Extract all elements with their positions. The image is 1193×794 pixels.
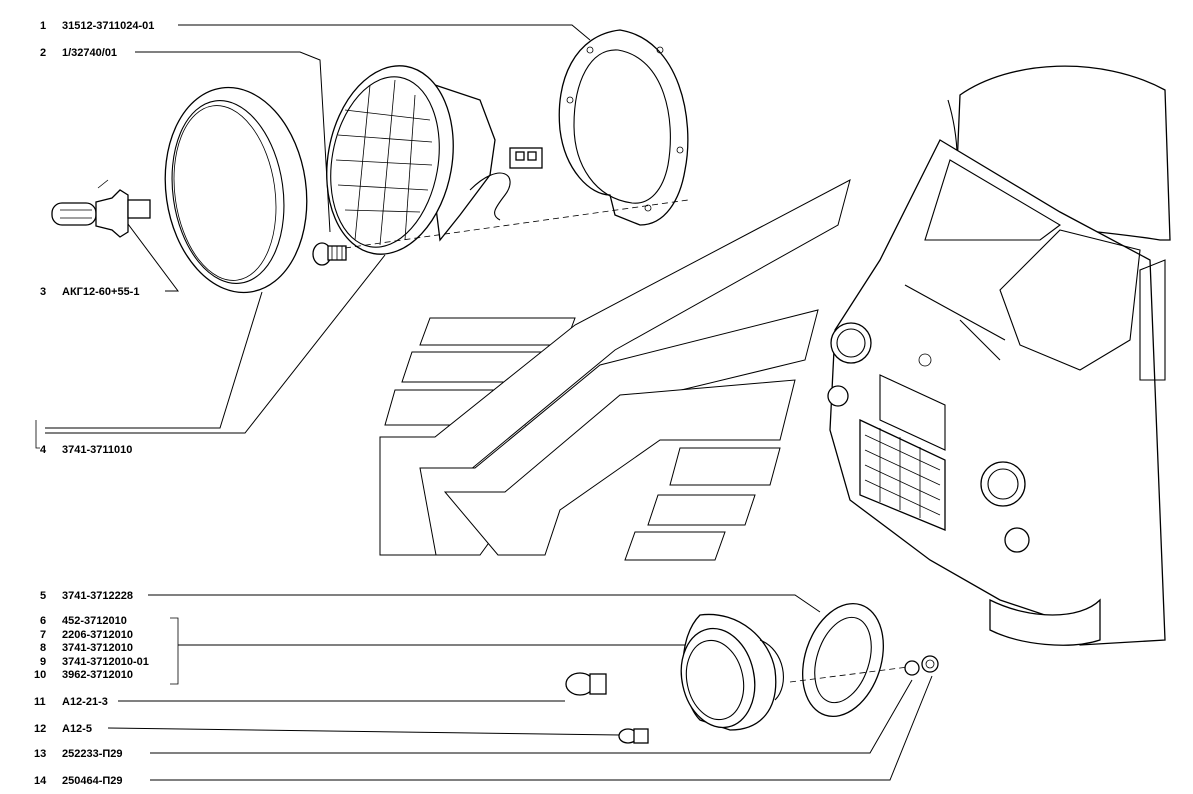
leader-2 bbox=[135, 51, 331, 233]
leader-5 bbox=[148, 594, 821, 613]
assembly-axis-upper bbox=[344, 199, 689, 249]
side-lamp-housing bbox=[680, 613, 784, 731]
part-code-10: 3962-3712010 bbox=[62, 669, 133, 681]
leader-4a bbox=[45, 291, 263, 429]
part-number-9: 9 bbox=[40, 656, 46, 668]
headlamp-rim bbox=[164, 86, 308, 294]
part-number-2: 2 bbox=[40, 47, 46, 59]
part-number-7: 7 bbox=[40, 629, 46, 641]
washers bbox=[904, 655, 939, 676]
part-code-11: А12-21-3 bbox=[62, 696, 108, 708]
part-number-11: 11 bbox=[34, 696, 46, 708]
part-code-14: 250464-П29 bbox=[62, 775, 123, 787]
leader-14 bbox=[150, 675, 933, 781]
part-number-8: 8 bbox=[40, 642, 46, 654]
part-number-14: 14 bbox=[34, 775, 47, 787]
part-code-5: 3741-3712228 bbox=[62, 590, 133, 602]
leader-1 bbox=[178, 24, 591, 41]
background-logo bbox=[379, 179, 851, 561]
headlamp-bulb bbox=[51, 179, 151, 238]
part-code-2: 1/32740/01 bbox=[62, 47, 117, 59]
part-number-13: 13 bbox=[34, 748, 46, 760]
bracket-6-10 bbox=[170, 617, 179, 685]
part-code-7: 2206-3712010 bbox=[62, 629, 133, 641]
part-code-6: 452-3712010 bbox=[62, 615, 127, 627]
leader-12 bbox=[107, 727, 621, 736]
part-number-5: 5 bbox=[40, 590, 46, 602]
part-code-8: 3741-3712010 bbox=[62, 642, 133, 654]
headlamp-mounting-ring bbox=[558, 29, 689, 226]
part-number-4: 4 bbox=[40, 444, 47, 456]
part-code-1: 31512-3711024-01 bbox=[62, 20, 154, 32]
part-code-9: 3741-3712010-01 bbox=[62, 656, 149, 668]
leader-4b bbox=[45, 254, 386, 434]
part-code-13: 252233-П29 bbox=[62, 748, 123, 760]
part-number-3: 3 bbox=[40, 286, 46, 298]
side-lamp-bulbs bbox=[565, 672, 649, 744]
leader-13 bbox=[150, 679, 913, 754]
part-number-6: 6 bbox=[40, 615, 46, 627]
headlamp-unit bbox=[326, 65, 543, 255]
part-code-3: АКГ12-60+55-1 bbox=[62, 286, 139, 298]
part-code-12: А12-5 bbox=[62, 723, 92, 735]
leader-lines bbox=[35, 24, 933, 781]
part-code-4: 3741-3711010 bbox=[62, 444, 132, 456]
callout-labels: 1 31512-3711024-01 2 1/32740/01 3 АКГ12-… bbox=[34, 20, 154, 787]
side-lamp-ring bbox=[802, 602, 884, 718]
bracket-4 bbox=[35, 420, 40, 449]
part-number-1: 1 bbox=[40, 20, 46, 32]
part-number-12: 12 bbox=[34, 723, 46, 735]
leader-3 bbox=[124, 219, 179, 292]
mounting-screw bbox=[312, 242, 347, 266]
vehicle-front bbox=[827, 65, 1171, 646]
part-number-10: 10 bbox=[34, 669, 46, 681]
